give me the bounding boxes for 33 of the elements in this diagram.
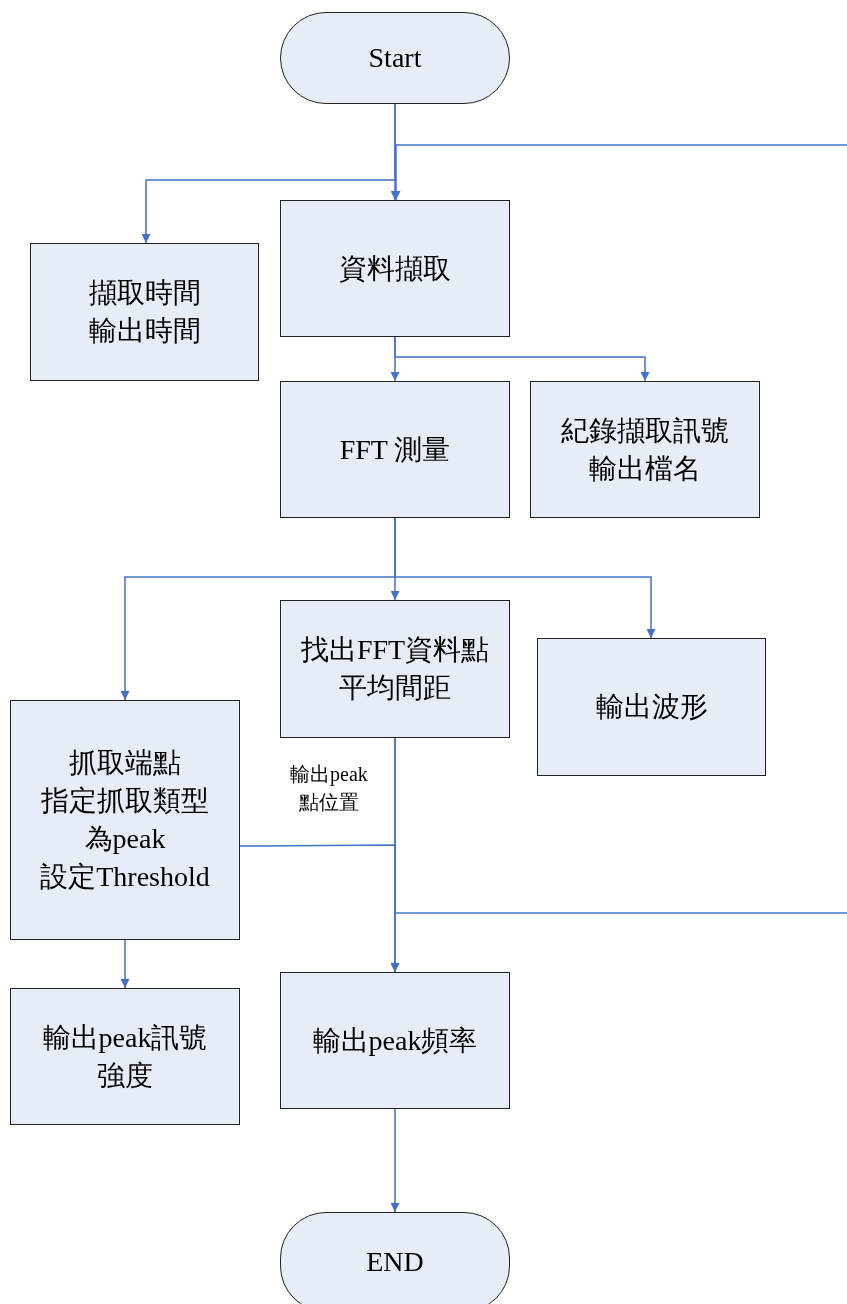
box-text: 設定Threshold bbox=[40, 860, 210, 894]
box-text: 資料擷取 bbox=[339, 251, 451, 286]
arrow bbox=[120, 939, 130, 989]
box-text: END bbox=[366, 1245, 424, 1279]
box-text: 平均間距 bbox=[339, 671, 451, 705]
arrow bbox=[239, 844, 400, 973]
box-text: 輸出時間 bbox=[88, 314, 201, 348]
box-text: FFT 測量 bbox=[339, 432, 451, 467]
arrow bbox=[394, 336, 650, 382]
box-text: 輸出檔名 bbox=[589, 451, 701, 486]
process-box bbox=[10, 988, 240, 1125]
process-box bbox=[280, 972, 510, 1109]
box-text: 輸出peak訊號強度 bbox=[41, 1020, 209, 1093]
box-text: 紀錄擷取訊號 bbox=[561, 413, 729, 448]
process-box bbox=[537, 638, 766, 776]
arrow bbox=[390, 1108, 400, 1213]
box-text: 抓取端點 bbox=[69, 746, 181, 780]
box-text: 找出FFT資料點 bbox=[300, 633, 490, 667]
process-box bbox=[280, 381, 510, 518]
process-box bbox=[530, 381, 760, 518]
arrow bbox=[394, 517, 656, 639]
box-text: 輸出波形 bbox=[595, 690, 708, 724]
box-text: 指定抓取類型 bbox=[41, 784, 209, 818]
box-text: Start bbox=[368, 41, 422, 75]
box-text: 輸出peak頻率 bbox=[312, 1023, 478, 1058]
process-box bbox=[280, 200, 510, 337]
arrow bbox=[141, 103, 396, 244]
box-text: 擷取時間 bbox=[88, 276, 201, 310]
process-box bbox=[30, 243, 259, 381]
process-box bbox=[280, 600, 510, 738]
box-text: 為peak bbox=[84, 822, 166, 856]
edge-label: 輸出peak點位置 bbox=[289, 762, 369, 815]
process-box bbox=[10, 700, 240, 940]
